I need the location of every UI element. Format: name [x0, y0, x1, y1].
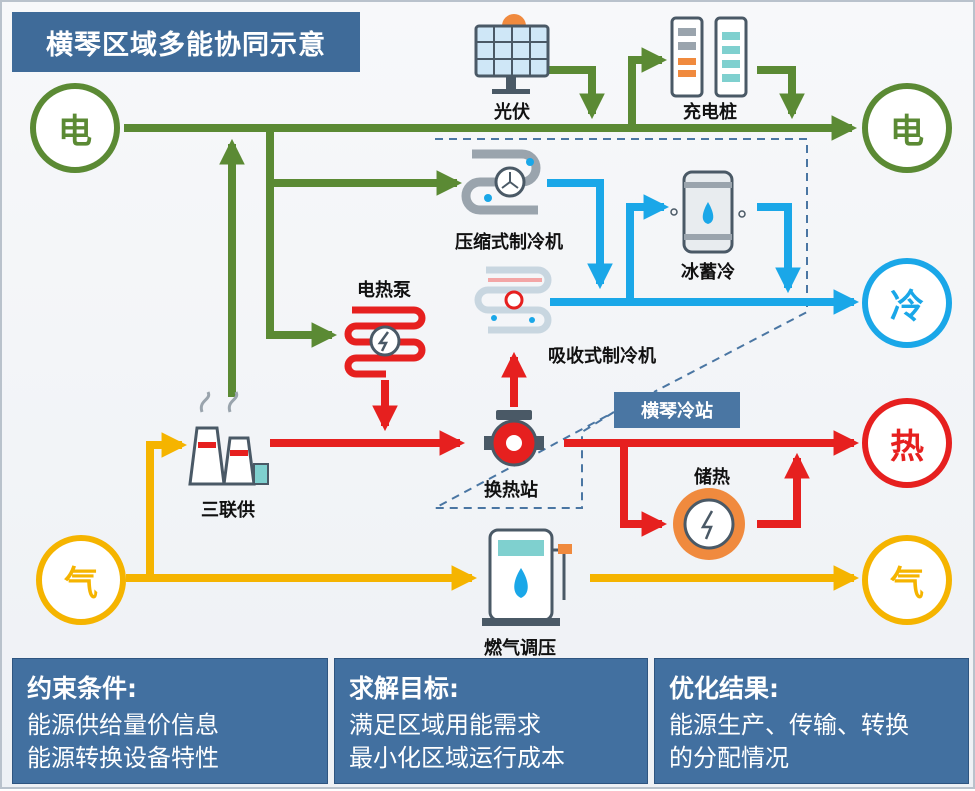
charging-station-icon: [670, 16, 748, 98]
constraints-line-2: 能源转换设备特性: [27, 744, 219, 772]
electricity-flows: [124, 47, 858, 397]
solar-panel-icon: [474, 14, 550, 94]
results-title: 优化结果:: [669, 674, 779, 703]
cold-station-tag: 横琴冷站: [614, 392, 740, 428]
objective-panel: 求解目标: 满足区域用能需求 最小化区域运行成本: [334, 658, 648, 784]
ice-storage-label: 冰蓄冷: [681, 262, 735, 283]
gas-node-right: 气: [862, 535, 952, 625]
objective-title: 求解目标:: [349, 674, 459, 703]
absorption-chiller-label: 吸收式制冷机: [548, 346, 656, 367]
charger-label: 充电桩: [683, 102, 737, 123]
gas-node-left: 气: [36, 535, 126, 625]
heat-pump-label: 电热泵: [357, 280, 411, 301]
cold-flows: [547, 179, 860, 315]
grid-to-compressor: [266, 128, 463, 196]
objective-line-2: 最小化区域运行成本: [349, 744, 565, 772]
heat-node: 热: [862, 398, 952, 488]
trigeneration-label: 三联供: [201, 500, 255, 521]
trigeneration-icon: [188, 391, 269, 486]
heat-storage-label: 储热: [694, 467, 730, 488]
gas-to-trigeneration: [146, 432, 188, 578]
gas-flows: [126, 432, 860, 591]
heat-to-storage: [620, 443, 668, 537]
pv-label: 光伏: [494, 102, 530, 123]
heat-flows: [270, 351, 860, 537]
ice-storage-icon: [670, 170, 746, 254]
compressor-chiller-icon: [461, 149, 541, 215]
absorption-chiller-icon: [474, 266, 552, 334]
compressor-chiller-label: 压缩式制冷机: [455, 232, 563, 253]
heat-exchange-pump-icon: [484, 410, 544, 467]
cold-node: 冷: [862, 258, 952, 348]
constraints-panel: 约束条件: 能源供给量价信息 能源转换设备特性: [12, 658, 328, 784]
charger-to-grid: [757, 66, 805, 120]
diagram-title: 横琴区域多能协同示意: [12, 12, 360, 72]
cold-station-boundary: [434, 138, 808, 509]
constraints-title: 约束条件:: [27, 674, 137, 703]
compressor-to-cold-line: [547, 179, 613, 290]
results-panel: 优化结果: 能源生产、传输、转换 的分配情况: [654, 658, 969, 784]
electricity-node-left: 电: [30, 83, 120, 173]
gas-dispenser-icon: [482, 528, 572, 626]
grid-to-heat-pump: [266, 183, 338, 348]
grid-to-charger: [628, 47, 668, 128]
heat-exchange-label: 换热站: [484, 480, 538, 501]
electricity-node-right: 电: [862, 83, 952, 173]
cold-to-ice-storage: [626, 194, 670, 302]
constraints-line-1: 能源供给量价信息: [27, 711, 219, 739]
heat-storage-icon: [673, 488, 745, 560]
ice-storage-to-cold: [757, 203, 801, 294]
results-line-1: 能源生产、传输、转换: [669, 711, 909, 739]
objective-line-1: 满足区域用能需求: [349, 711, 541, 739]
heat-pump-icon: [344, 306, 426, 378]
pv-to-grid: [547, 66, 605, 120]
storage-to-heat: [757, 452, 810, 528]
results-line-2: 的分配情况: [669, 744, 789, 772]
gas-regulation-label: 燃气调压: [484, 638, 556, 659]
